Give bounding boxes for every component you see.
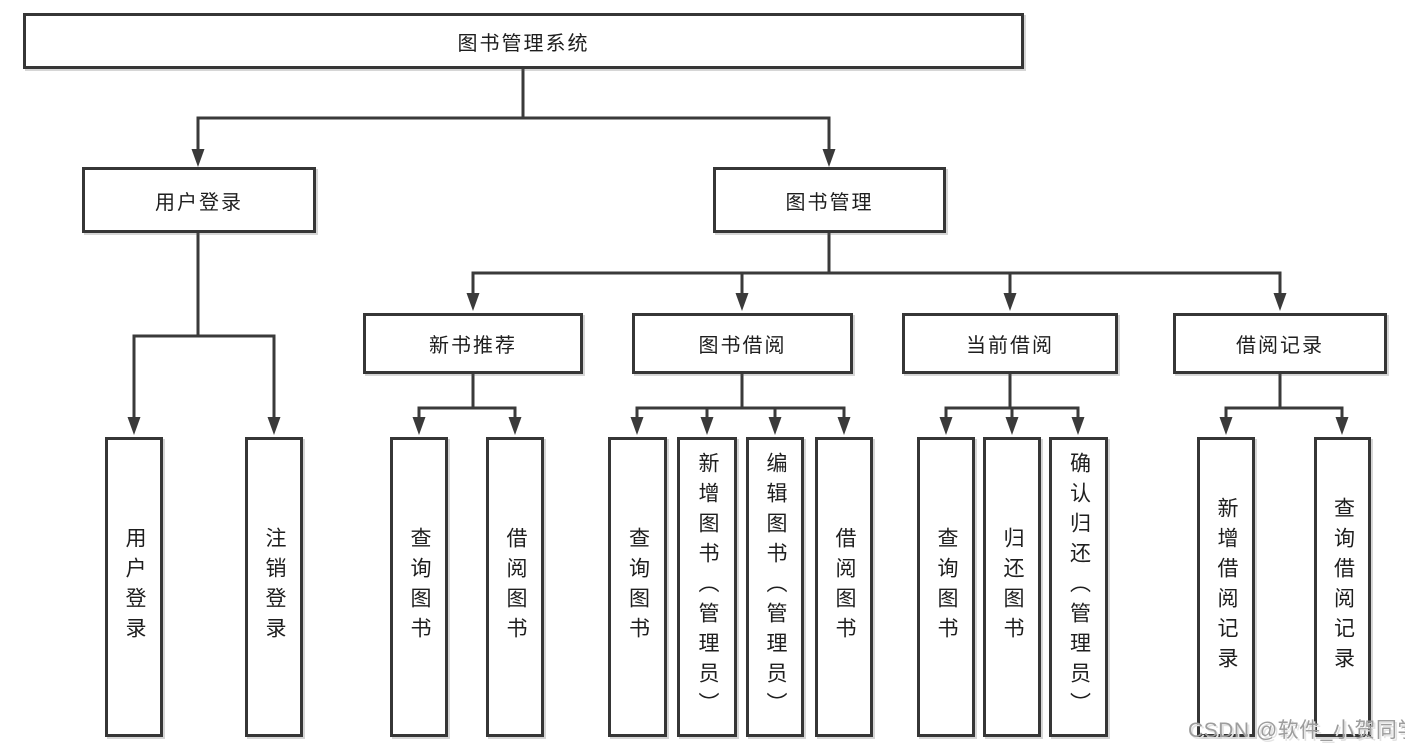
node-library-system: 图书管理系统	[23, 13, 1024, 69]
node-borrowing-records: 借阅记录	[1173, 313, 1387, 374]
leaf-logout: 注销登录	[245, 437, 303, 737]
leaf-query-books: 查询图书	[608, 437, 667, 737]
node-book-management: 图书管理	[713, 167, 946, 233]
leaf-query-books-current: 查询图书	[917, 437, 975, 737]
leaf-edit-books-admin: 编辑图书（管理员）	[746, 437, 804, 737]
leaf-confirm-return-admin: 确认归还（管理员）	[1049, 437, 1108, 737]
leaf-borrow-books-recommend: 借阅图书	[486, 437, 544, 737]
node-user-login: 用户登录	[82, 167, 316, 233]
leaf-user-login: 用户登录	[105, 437, 163, 737]
node-new-book-recommend: 新书推荐	[363, 313, 583, 374]
leaf-add-borrow-record: 新增借阅记录	[1197, 437, 1255, 737]
leaf-borrow-books: 借阅图书	[815, 437, 873, 737]
node-current-borrowing: 当前借阅	[902, 313, 1118, 374]
leaf-query-borrow-record: 查询借阅记录	[1314, 437, 1371, 737]
leaf-add-books-admin: 新增图书（管理员）	[677, 437, 737, 737]
watermark-text: CSDN @软件_小贺同学	[1188, 719, 1405, 742]
leaf-query-books-recommend: 查询图书	[390, 437, 448, 737]
node-book-borrowing: 图书借阅	[632, 313, 853, 374]
leaf-return-books: 归还图书	[983, 437, 1041, 737]
